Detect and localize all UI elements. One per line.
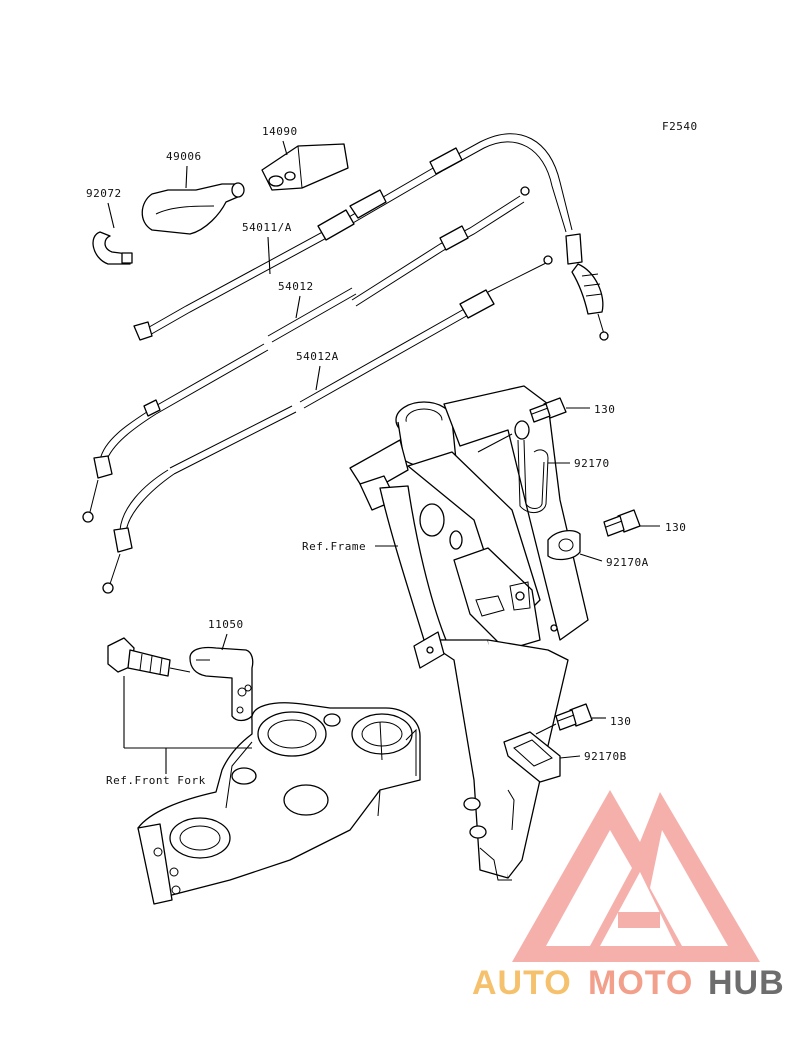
frame-assembly [349, 385, 589, 881]
watermark-text-hub: HUB [708, 964, 785, 1002]
label-54011a: 54011/A [242, 221, 292, 234]
label-49006: 49006 [166, 150, 202, 163]
part-54011a-cable [133, 133, 609, 341]
watermark-text-moto: MOTO [588, 964, 693, 1002]
part-cable-inner-top [351, 186, 530, 307]
label-ref-frame: Ref.Frame [302, 540, 366, 553]
part-92170b-holder [503, 731, 561, 783]
label-130-c: 130 [610, 715, 631, 728]
part-130-bolt-b [603, 509, 641, 537]
label-54012: 54012 [278, 280, 314, 293]
label-92170: 92170 [574, 457, 610, 470]
label-130-a: 130 [594, 403, 615, 416]
label-11050: 11050 [208, 618, 244, 631]
part-bolt-front-fork [107, 637, 191, 677]
label-ref-front-fork: Ref.Front Fork [106, 774, 206, 787]
watermark-text-auto: AUTO [472, 964, 572, 1002]
part-92170-clamp [514, 420, 549, 513]
label-92170a: 92170A [606, 556, 649, 569]
watermark-text: AUTO MOTO HUB [472, 964, 785, 1002]
label-92170b: 92170B [584, 750, 627, 763]
front-fork-triple-clamp [137, 702, 421, 905]
part-130-bolt-c [555, 703, 593, 731]
figure-code: F2540 [662, 120, 698, 133]
label-54012a: 54012A [296, 350, 339, 363]
part-54012-cable [82, 287, 357, 523]
part-92170a-clip [547, 529, 581, 561]
part-14090-cover [261, 143, 349, 191]
label-130-b: 130 [665, 521, 686, 534]
part-54012a-cable [102, 255, 553, 594]
part-11050-bracket [189, 646, 254, 722]
label-92072: 92072 [86, 187, 122, 200]
part-49006-boot [141, 182, 245, 235]
part-130-bolt-a [529, 397, 567, 423]
label-14090: 14090 [262, 125, 298, 138]
watermark-logo [512, 790, 760, 962]
ref-front-fork-leaders [123, 676, 252, 774]
part-92072-strap [92, 231, 133, 265]
